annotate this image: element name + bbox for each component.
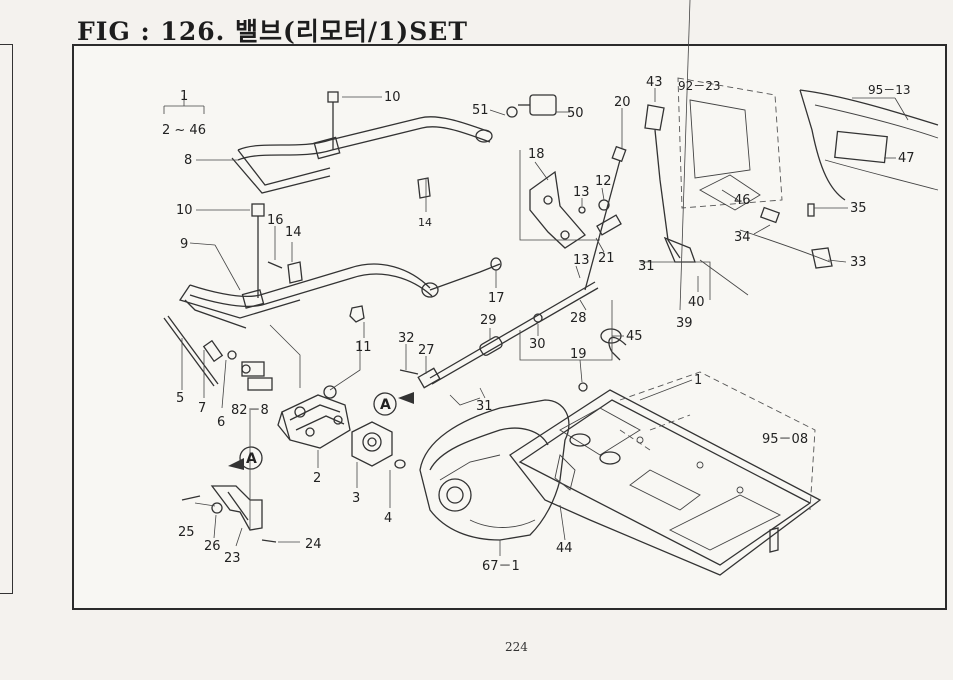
clamp-14 xyxy=(417,177,431,199)
callout-30: 30 xyxy=(529,337,546,352)
callout-29: 29 xyxy=(480,313,497,328)
bolt-10-upper xyxy=(327,91,339,150)
rod-20 xyxy=(584,159,621,291)
callout-19: 19 xyxy=(570,347,587,362)
o-ring-4 xyxy=(394,459,406,469)
callout-20: 20 xyxy=(614,95,631,110)
pipe-8 xyxy=(231,116,493,194)
callout-17: 17 xyxy=(488,291,505,306)
bolt-21 xyxy=(596,214,622,236)
callout-14-upper: 14 xyxy=(418,216,432,229)
callout-14-lower: 14 xyxy=(285,225,302,240)
callout-23: 23 xyxy=(224,551,241,566)
callout-50: 50 xyxy=(567,106,584,121)
callout-67-1: 67－1 xyxy=(482,559,520,574)
arrow-mark-A-label-center: A xyxy=(380,397,391,413)
filter-50 xyxy=(506,94,557,118)
callout-6: 6 xyxy=(217,415,225,430)
nut-30 xyxy=(533,313,543,323)
clamp-14b xyxy=(287,261,303,284)
parts-diagram-frame xyxy=(72,44,947,610)
bolt-10-lower xyxy=(251,203,265,298)
bracket-33 xyxy=(811,247,833,269)
callout-26: 26 xyxy=(204,539,221,554)
callout-31-lower: 31 xyxy=(476,399,493,414)
callout-44: 44 xyxy=(556,541,573,556)
callout-1-right: 1 xyxy=(694,373,702,388)
callout-34: 34 xyxy=(734,230,751,245)
callout-46: 46 xyxy=(734,193,751,208)
valve-body-3 xyxy=(351,421,393,467)
bolt-16 xyxy=(267,261,283,269)
callout-35: 35 xyxy=(850,201,867,216)
callout-5: 5 xyxy=(176,391,184,406)
bracket-34 xyxy=(759,206,781,224)
arrow-mark-A-label-left: A xyxy=(246,451,257,467)
callout-33: 33 xyxy=(850,255,867,270)
assembly-line-18 xyxy=(519,150,600,241)
callout-21: 21 xyxy=(598,251,615,266)
bolt-5 xyxy=(163,317,215,387)
callout-43: 43 xyxy=(646,75,663,90)
callout-40: 40 xyxy=(688,295,705,310)
callout-8: 8 xyxy=(184,153,192,168)
callout-10-lower: 10 xyxy=(176,203,193,218)
arrow-mark-A-center xyxy=(373,392,414,416)
pin-19 xyxy=(578,382,588,392)
transmission-housing-67-1 xyxy=(419,399,570,541)
callout-4: 4 xyxy=(384,511,392,526)
callout-27: 27 xyxy=(418,343,435,358)
clip-11 xyxy=(349,305,365,323)
page-number: 224 xyxy=(505,640,528,654)
fitting-82-8 xyxy=(241,361,273,391)
callout-12: 12 xyxy=(595,174,612,189)
page-binding-edge xyxy=(0,44,13,594)
callout-3: 3 xyxy=(352,491,360,506)
panel-47 xyxy=(834,130,888,164)
callout-51: 51 xyxy=(472,103,489,118)
callout-18: 18 xyxy=(528,147,545,162)
callout-11: 11 xyxy=(355,340,372,355)
callout-45: 45 xyxy=(626,329,643,344)
callout-47: 47 xyxy=(898,151,915,166)
callout-16: 16 xyxy=(267,213,284,228)
pin-32 xyxy=(399,369,419,375)
callout-32: 32 xyxy=(398,331,415,346)
joint-27 xyxy=(417,367,441,389)
bolt-35 xyxy=(807,203,815,217)
callout-28: 28 xyxy=(570,311,587,326)
bracket-18 xyxy=(529,170,586,249)
floor-plate-subassembly-outline xyxy=(619,371,816,511)
callout-13-lower: 13 xyxy=(573,253,590,268)
link-rod-28 xyxy=(429,281,596,379)
callout-10-upper: 10 xyxy=(384,90,401,105)
spring-7 xyxy=(202,339,224,363)
lever-23 xyxy=(181,485,277,543)
callout-7: 7 xyxy=(198,401,206,416)
callout-95-13: 95－13 xyxy=(868,83,911,97)
callout-31-upper: 31 xyxy=(638,259,655,274)
washer-13 xyxy=(578,206,586,214)
floor-plate-44 xyxy=(509,389,822,576)
joint-29 xyxy=(479,336,503,356)
callout-9: 9 xyxy=(180,237,188,252)
washer-6 xyxy=(227,350,237,360)
callout-2: 2 xyxy=(313,471,321,486)
callout-range: 2 ~ 46 xyxy=(162,123,206,138)
callout-39: 39 xyxy=(676,316,693,331)
callout-92-23: 92－23 xyxy=(678,79,721,93)
callout-82-8: 82－8 xyxy=(231,403,269,418)
cab-panel-inset xyxy=(677,77,939,269)
arrow-mark-A-left xyxy=(228,446,263,470)
lever-43 xyxy=(644,104,696,263)
callout-13-upper: 13 xyxy=(573,185,590,200)
callout-25: 25 xyxy=(178,525,195,540)
figure-title: FIG : 126. 밸브(리모터/1)SET xyxy=(77,17,468,46)
control-valve-body xyxy=(277,385,351,449)
callout-1: 1 xyxy=(180,89,188,104)
pipe-9 xyxy=(178,263,501,329)
callout-24: 24 xyxy=(305,537,322,552)
callout-95-08: 95－08 xyxy=(762,432,808,447)
